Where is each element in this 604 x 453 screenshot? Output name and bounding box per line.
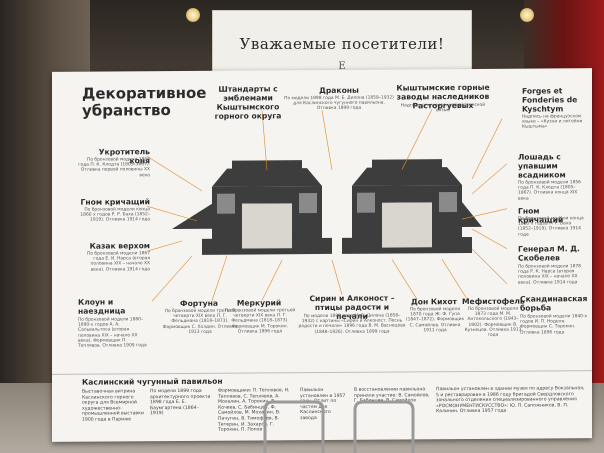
pavilion-illustration <box>172 159 482 255</box>
info-board: Декоративное убранство <box>52 68 592 442</box>
label-loshad: Лошадь с упавшим всадником <box>518 152 566 180</box>
visitor-notice-subtext: Е <box>338 61 346 72</box>
bottom-col-6: Павильон установлен в здании музея по ад… <box>436 386 585 415</box>
label-skandinav: Скандинавская борьба <box>520 294 588 313</box>
sub-gnom-right: По бронзовой модели конца 1860 х годов Р… <box>518 216 584 238</box>
label-donkihot: Дон Кихот <box>411 297 457 307</box>
label-gnom-left: Гном кричащий <box>80 197 150 207</box>
lamp-icon <box>520 8 534 22</box>
sub-forges: Надпись на французском языке – «Кузни и … <box>522 114 583 131</box>
sub-kazak: По бронзовой модели 1867 года Е. И. Нарс… <box>87 251 150 273</box>
label-shtandarty: Штандарты с эмблемами Кыштымского горног… <box>214 84 282 121</box>
sub-mefistofel: По бронзовой модели 1873 года М. М. Анто… <box>464 306 522 338</box>
sub-kloun: По бронзовой модели 1880–1890-х годов А.… <box>78 317 147 349</box>
sub-gnom-left: По бронзовой модели конца 1860 х годов Р… <box>80 207 150 224</box>
sub-skobelev: По бронзовой модели 1878 года Р. К. Нарс… <box>518 264 581 286</box>
sub-sirin: По модели 1898 года М. Е. Дилона (1858–1… <box>298 313 406 335</box>
label-drakony: Драконы <box>319 85 359 96</box>
label-kazak: Казак верхом <box>89 241 150 251</box>
sub-zavody: Надпись стилизованной славянской вязью <box>400 102 486 114</box>
label-merkuriy: Меркурий <box>236 298 282 308</box>
sub-merkuriy: По бронзовой модели третьей четверти XIX… <box>224 308 296 335</box>
label-mefistofel: Мефистофель <box>462 296 525 307</box>
metal-stand-rail <box>263 400 415 453</box>
sub-drakony: По модели 1898 года М. Е. Дилона (1858–1… <box>284 95 394 112</box>
sub-donkihot: По бронзовой модели 1870 года Ж. Ф. Гупа… <box>405 307 465 334</box>
lamp-icon <box>186 8 200 22</box>
sub-ukrotitel: По бронзовой модели 1856 года П. К. Клод… <box>78 157 150 178</box>
bottom-section-title: Каслинский чугунный павильон <box>82 376 223 387</box>
label-skobelev: Генерал М. Д. Скобелев <box>518 244 580 263</box>
sub-loshad: По бронзовой модели 1856 года П. К. Клод… <box>518 180 581 202</box>
bottom-col-1: Выставочная витрина Каслинского горного … <box>82 389 144 423</box>
visitor-notice-title: Уважаемые посетители! <box>239 35 445 53</box>
bottom-col-2: По модели 1899 года архитектурного проек… <box>150 388 211 417</box>
leader-lines <box>146 109 508 302</box>
label-forges: Forges et Fonderies de Kyschtym <box>522 86 578 114</box>
sub-skandinav: По бронзовой модели 1840-х годов И. П. Н… <box>520 314 588 336</box>
label-kloun: Клоун и наездница <box>78 297 126 316</box>
